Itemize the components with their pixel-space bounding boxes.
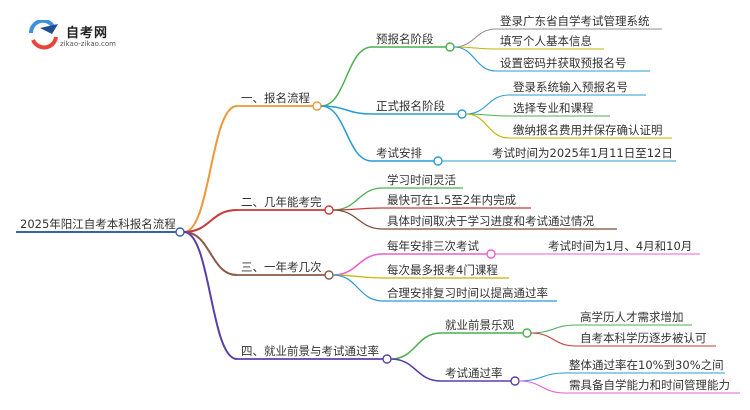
leaf-node[interactable]: 选择专业和课程 xyxy=(513,101,594,115)
leaf-connector xyxy=(518,372,566,382)
leaf-node[interactable]: 整体通过率在10%到30%之间 xyxy=(569,358,724,372)
leaf-node[interactable]: 考试时间为1月、4月和10月 xyxy=(548,239,692,253)
branch-connector xyxy=(183,105,238,233)
sub-node[interactable]: 正式报名阶段 xyxy=(376,99,445,113)
sub-node-expand-toggle[interactable] xyxy=(522,328,532,338)
leaf-node[interactable]: 需具备自学能力和时间管理能力 xyxy=(569,378,730,392)
leaf-node[interactable]: 最快可在1.5至2年内完成 xyxy=(387,193,517,207)
sub-connector xyxy=(320,46,373,107)
sub-node[interactable]: 考试通过率 xyxy=(445,366,503,380)
root-node[interactable]: 2025年阳江自考本科报名流程 xyxy=(20,217,176,231)
sub-connector xyxy=(320,105,373,162)
leaf-connector xyxy=(453,28,497,48)
leaf-connector xyxy=(518,380,566,394)
leaf-node[interactable]: 登录系统输入预报名号 xyxy=(513,80,628,94)
sub-connector xyxy=(332,253,384,276)
logo-mortarboard-icon xyxy=(28,18,58,50)
site-logo[interactable] xyxy=(28,18,148,54)
branch-node-expand-toggle[interactable] xyxy=(312,101,322,111)
leaf-connector xyxy=(332,274,384,302)
leaf-node[interactable]: 高学历人才需求增加 xyxy=(580,310,684,324)
branch-connector xyxy=(183,231,238,360)
root-node-expand-toggle[interactable] xyxy=(175,227,185,237)
leaf-node[interactable]: 自考本科学历逐步被认可 xyxy=(580,331,707,345)
branch-node[interactable]: 二、几年能考完 xyxy=(241,195,322,209)
leaf-node[interactable]: 填写个人基本信息 xyxy=(500,34,592,48)
leaf-node[interactable]: 具体时间取决于学习进度和考试通过情况 xyxy=(387,214,594,228)
leaf-connector xyxy=(332,209,384,230)
leaf-node[interactable]: 每次最多报考4门课程 xyxy=(387,263,498,277)
leaf-node[interactable]: 登录广东省自学考试管理系统 xyxy=(500,14,650,28)
logo-url: zikao-zikao.com xyxy=(60,40,116,48)
branch-connector xyxy=(183,231,238,276)
branch-node[interactable]: 三、一年考几次 xyxy=(241,260,322,274)
sub-node[interactable]: 预报名阶段 xyxy=(376,32,434,46)
logo-name: 自考网 xyxy=(66,26,109,41)
leaf-node[interactable]: 设置密码并获取预报名号 xyxy=(500,56,627,70)
sub-node-expand-toggle[interactable] xyxy=(445,42,455,52)
sub-node-expand-toggle[interactable] xyxy=(510,376,520,386)
branch-node-expand-toggle[interactable] xyxy=(324,270,334,280)
leaf-node[interactable]: 缴纳报名费用并保存确认证明 xyxy=(513,123,663,137)
sub-node[interactable]: 就业前景乐观 xyxy=(445,318,514,332)
leaf-connector xyxy=(332,187,384,211)
leaf-connector xyxy=(465,94,510,115)
leaf-connector xyxy=(453,46,497,72)
sub-connector xyxy=(390,332,442,360)
sub-node-expand-toggle[interactable] xyxy=(433,156,443,166)
leaf-connector xyxy=(530,324,577,334)
leaf-node[interactable]: 合理安排复习时间以提高通过率 xyxy=(387,286,548,300)
sub-node[interactable]: 每年安排三次考试 xyxy=(387,239,479,253)
leaf-node[interactable]: 考试时间为2025年1月11日至12日 xyxy=(492,146,673,160)
branch-node[interactable]: 一、报名流程 xyxy=(241,91,310,105)
sub-connector xyxy=(320,105,373,115)
sub-node-expand-toggle[interactable] xyxy=(486,249,496,259)
leaf-connector xyxy=(530,332,577,347)
branch-node[interactable]: 四、就业前景与考试通过率 xyxy=(241,344,379,358)
sub-node[interactable]: 考试安排 xyxy=(376,146,422,160)
leaf-node[interactable]: 学习时间灵活 xyxy=(387,173,456,187)
sub-connector xyxy=(390,358,442,382)
leaf-connector xyxy=(465,113,510,139)
sub-node-expand-toggle[interactable] xyxy=(457,109,467,119)
branch-node-expand-toggle[interactable] xyxy=(382,354,392,364)
branch-node-expand-toggle[interactable] xyxy=(324,205,334,215)
branch-connector xyxy=(183,209,238,233)
